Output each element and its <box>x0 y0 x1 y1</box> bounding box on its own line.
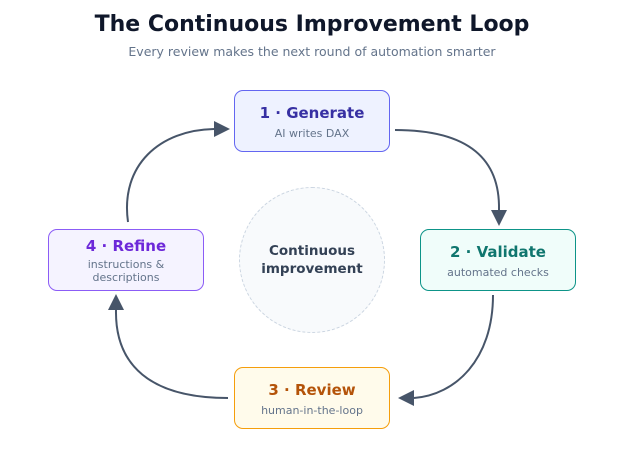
arrow-refine-to-generate <box>125 128 215 223</box>
step-review-subtitle: human-in-the-loop <box>261 403 363 417</box>
arrowhead-review <box>398 390 414 406</box>
step-validate: 2 · Validate automated checks <box>420 229 576 291</box>
step-refine: 4 · Refine instructions & descriptions <box>48 229 204 291</box>
step-generate: 1 · Generate AI writes DAX <box>234 90 390 152</box>
arrowhead-refine <box>108 294 124 310</box>
step-review-title: 3 · Review <box>268 380 356 399</box>
step-validate-title: 2 · Validate <box>450 242 546 261</box>
step-generate-title: 1 · Generate <box>259 103 365 122</box>
step-refine-subtitle: instructions & descriptions <box>87 258 165 284</box>
step-review: 3 · Review human-in-the-loop <box>234 367 390 429</box>
center-hub: Continuous improvement <box>239 187 385 333</box>
arrowhead-generate <box>214 121 230 137</box>
arrowhead-validate <box>491 210 507 226</box>
step-refine-title: 4 · Refine <box>85 237 167 255</box>
diagram-subtitle: Every review makes the next round of aut… <box>128 44 496 59</box>
arrow-generate-to-validate <box>394 129 501 211</box>
step-generate-subtitle: AI writes DAX <box>274 126 350 140</box>
arrow-validate-to-review <box>413 294 494 399</box>
step-validate-subtitle: automated checks <box>447 265 549 279</box>
arrow-review-to-refine <box>114 309 229 399</box>
diagram-title: The Continuous Improvement Loop <box>94 12 530 37</box>
